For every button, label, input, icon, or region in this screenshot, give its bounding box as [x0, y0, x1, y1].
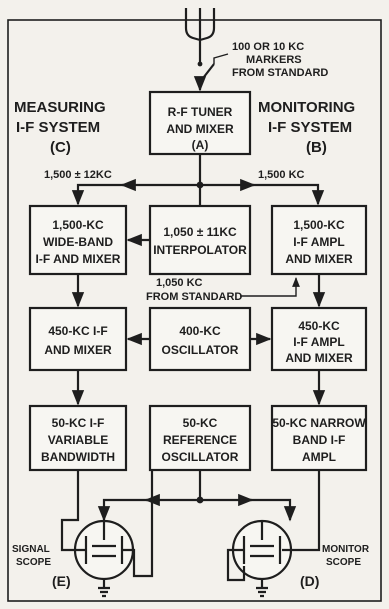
svg-text:(A): (A) [192, 138, 209, 152]
svg-text:100 OR 10 KC: 100 OR 10 KC [232, 41, 304, 53]
svg-text:(C): (C) [50, 139, 71, 156]
diagram-border [7, 19, 382, 602]
svg-text:1,500-KC: 1,500-KC [52, 218, 104, 232]
svg-text:450-KC: 450-KC [298, 319, 340, 333]
svg-text:SCOPE: SCOPE [326, 557, 361, 568]
svg-text:BANDWIDTH: BANDWIDTH [41, 450, 115, 464]
narrow-band-to-monitor-scope [282, 470, 321, 552]
from-standard-note: 1,050 KC FROM STANDARD [146, 277, 242, 303]
svg-text:50-KC NARROW: 50-KC NARROW [272, 416, 366, 430]
reference-oscillator-block: 50-KC REFERENCE OSCILLATOR [148, 404, 252, 472]
svg-text:400-KC: 400-KC [179, 324, 221, 338]
svg-text:AND MIXER: AND MIXER [285, 351, 353, 365]
if-ampl-mixer-450-block: 450-KC I-F AMPL AND MIXER [270, 306, 368, 372]
marker-switch-icon [197, 53, 229, 85]
svg-text:BAND I-F: BAND I-F [293, 433, 346, 447]
svg-text:AND MIXER: AND MIXER [166, 122, 234, 136]
svg-text:WIDE-BAND: WIDE-BAND [43, 235, 113, 249]
svg-text:50-KC I-F: 50-KC I-F [52, 416, 105, 430]
svg-text:R-F TUNER: R-F TUNER [168, 105, 233, 119]
svg-text:INTERPOLATOR: INTERPOLATOR [153, 243, 247, 257]
svg-text:50-KC: 50-KC [183, 416, 218, 430]
svg-text:FROM STANDARD: FROM STANDARD [146, 291, 242, 303]
svg-text:(B): (B) [306, 139, 327, 156]
variable-bw-to-signal-scope [60, 470, 80, 552]
measuring-heading: MEASURING I-F SYSTEM (C) [14, 99, 106, 156]
rf-tuner-block: R-F TUNER AND MIXER (A) [148, 90, 252, 156]
svg-text:OSCILLATOR: OSCILLATOR [162, 343, 239, 357]
svg-text:OSCILLATOR: OSCILLATOR [162, 450, 239, 464]
svg-text:MARKERS: MARKERS [246, 54, 302, 66]
interpolator-block: 1,050 ± 11KC INTERPOLATOR [148, 204, 252, 276]
svg-text:MONITORING: MONITORING [258, 99, 355, 116]
svg-text:I-F AMPL: I-F AMPL [293, 335, 345, 349]
if-ampl-mixer-1500-block: 1,500-KC I-F AMPL AND MIXER [270, 204, 368, 276]
monitor-scope-label: MONITOR SCOPE [322, 544, 370, 568]
monitor-scope-tag: (D) [300, 573, 319, 589]
monitoring-bus [200, 183, 325, 206]
right-bus-label: 1,500 KC [258, 169, 305, 181]
standard-to-if-arrow [240, 277, 300, 297]
monitor-scope-icon [226, 519, 293, 598]
svg-text:AND MIXER: AND MIXER [44, 343, 112, 357]
osc400-junction [257, 336, 263, 342]
signal-scope-icon [73, 470, 154, 598]
svg-text:AMPL: AMPL [302, 450, 336, 464]
svg-text:VARIABLE: VARIABLE [48, 433, 108, 447]
svg-text:SIGNAL: SIGNAL [12, 544, 50, 555]
refosc-to-monitor-scope [200, 498, 297, 522]
svg-text:MEASURING: MEASURING [14, 99, 106, 116]
svg-text:FROM STANDARD: FROM STANDARD [232, 67, 328, 79]
svg-text:I-F SYSTEM: I-F SYSTEM [268, 119, 352, 136]
markers-note: 100 OR 10 KC MARKERS FROM STANDARD [232, 41, 328, 79]
svg-text:MONITOR: MONITOR [322, 544, 370, 555]
signal-scope-label: SIGNAL SCOPE [12, 544, 51, 568]
svg-text:1,500-KC: 1,500-KC [293, 218, 345, 232]
wideband-if-block: 1,500-KC WIDE-BAND I-F AND MIXER [28, 204, 128, 276]
monitoring-heading: MONITORING I-F SYSTEM (B) [258, 99, 355, 156]
oscillator-400-block: 400-KC OSCILLATOR [148, 306, 252, 372]
refosc-to-signal-scope [97, 498, 200, 522]
svg-text:I-F AND MIXER: I-F AND MIXER [36, 252, 121, 266]
signal-scope-tag: (E) [52, 573, 71, 589]
svg-text:REFERENCE: REFERENCE [163, 433, 237, 447]
measuring-bus [71, 183, 200, 206]
svg-text:I-F SYSTEM: I-F SYSTEM [16, 119, 100, 136]
svg-text:AND MIXER: AND MIXER [285, 252, 353, 266]
svg-text:I-F AMPL: I-F AMPL [293, 235, 345, 249]
svg-text:SCOPE: SCOPE [16, 557, 51, 568]
if-mixer-450-block: 450-KC I-F AND MIXER [28, 306, 128, 372]
narrow-band-block: 50-KC NARROW BAND I-F AMPL [270, 404, 368, 472]
svg-text:1,050 ± 11KC: 1,050 ± 11KC [163, 225, 237, 239]
left-bus-label: 1,500 ± 12KC [44, 169, 112, 181]
svg-text:450-KC I-F: 450-KC I-F [48, 324, 107, 338]
antenna-icon [184, 8, 216, 48]
variable-bandwidth-block: 50-KC I-F VARIABLE BANDWIDTH [28, 404, 128, 472]
svg-text:1,050 KC: 1,050 KC [156, 277, 203, 289]
